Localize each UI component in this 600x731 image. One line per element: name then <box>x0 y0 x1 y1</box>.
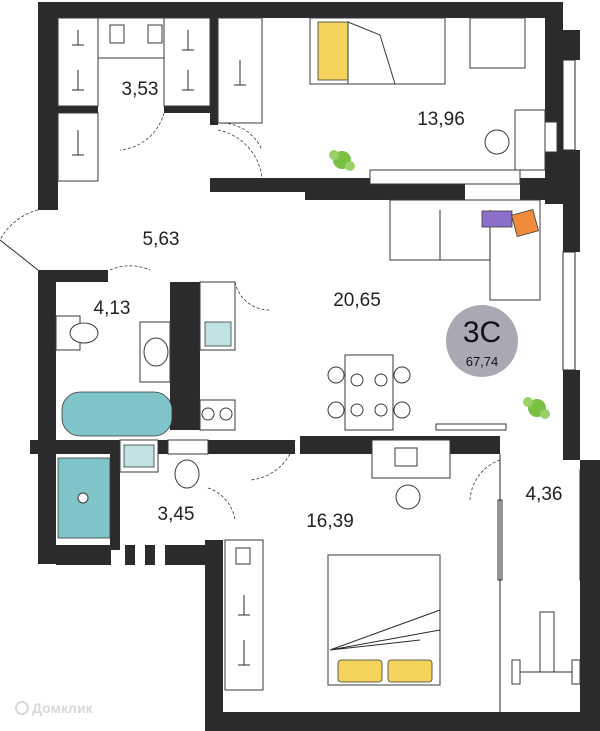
badge-circle <box>446 305 518 377</box>
bedroom-top-furniture <box>217 17 558 185</box>
room-area-bedroom-bottom: 16,39 <box>306 511 354 532</box>
badge-total-area: 67,74 <box>466 354 499 369</box>
bedroom-bottom-furniture <box>224 439 451 691</box>
bathroom-top-furniture <box>55 281 271 437</box>
storage-furniture <box>469 454 581 712</box>
watermark-logo-icon <box>15 701 29 715</box>
windows <box>562 59 593 581</box>
plant-icon <box>329 150 355 171</box>
room-area-storage: 4,36 <box>526 484 563 505</box>
watermark: Домклик <box>15 700 94 716</box>
bathroom-bottom-furniture <box>57 439 236 539</box>
apartment-badge: 3С 67,74 <box>446 305 518 377</box>
living-kitchen-furniture <box>327 199 550 431</box>
badge-code: 3С <box>463 316 501 349</box>
wardrobe-furniture <box>57 17 263 182</box>
room-area-hall: 5,63 <box>143 229 180 250</box>
room-area-bathroom-top: 4,13 <box>94 298 131 319</box>
room-area-wardrobe: 3,53 <box>122 79 159 100</box>
plant-icon <box>523 397 550 419</box>
room-area-living-kitchen: 20,65 <box>333 290 381 311</box>
room-area-bedroom-top: 13,96 <box>417 109 465 130</box>
hall-furniture <box>0 209 151 271</box>
watermark-text: Домклик <box>32 700 94 716</box>
area-labels: 3,53 13,96 5,63 4,13 20,65 3,45 16,39 4,… <box>94 79 563 532</box>
room-area-bathroom-bottom: 3,45 <box>158 504 195 525</box>
